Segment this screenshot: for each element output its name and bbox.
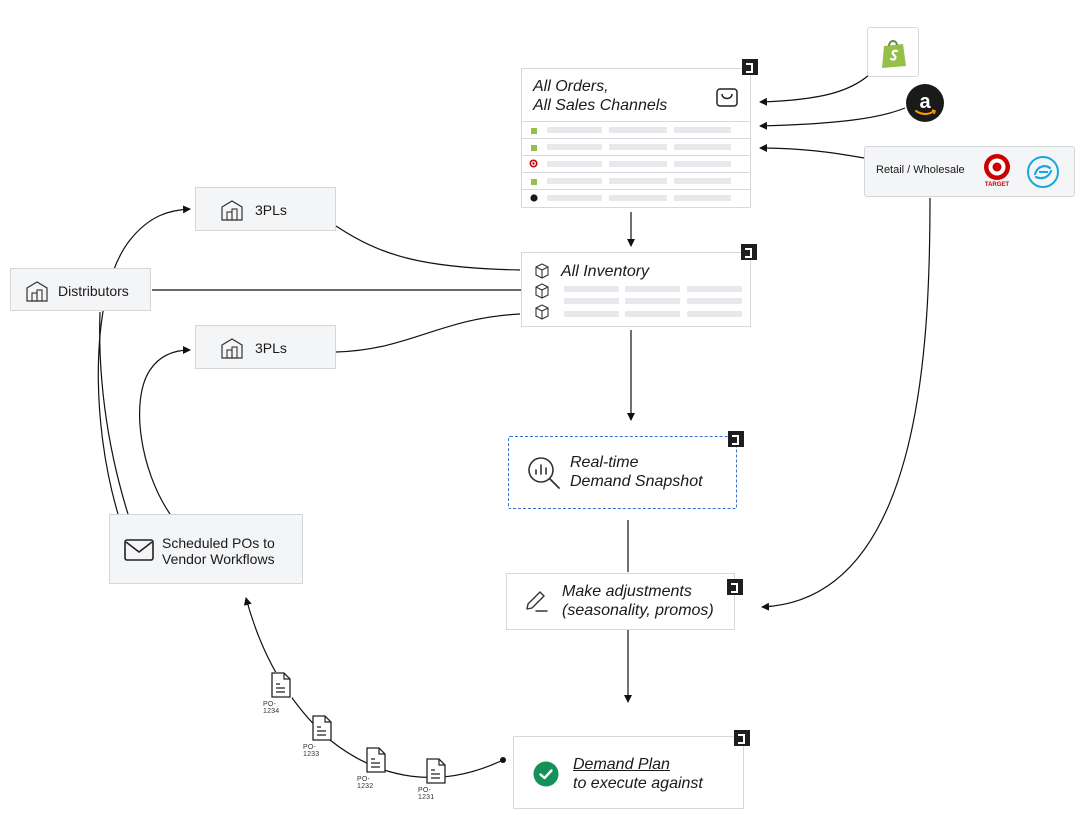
- order-row: [522, 155, 750, 173]
- demand-snapshot-node: Real-time Demand Snapshot: [508, 436, 737, 509]
- 3pl-bottom-node: 3PLs: [195, 325, 336, 369]
- package-box-icon: [535, 283, 549, 299]
- line-3pl-top-to-inventory: [335, 225, 521, 271]
- demand-plan-line2: to execute against: [573, 775, 703, 792]
- expand-badge-icon[interactable]: [727, 579, 743, 595]
- retail-wholesale-label: Retail / Wholesale: [876, 164, 965, 176]
- document-icon: [312, 715, 332, 741]
- arrow-retail-to-adjust: [761, 197, 931, 611]
- shopify-bag-icon: [531, 145, 537, 151]
- shopify-logo-tile: [867, 27, 919, 77]
- shopify-bag-icon: [531, 128, 537, 134]
- order-row: [522, 138, 750, 156]
- all-orders-title-line1: All Orders,: [533, 78, 609, 95]
- warehouse-icon: [221, 200, 243, 221]
- amazon-a-icon: a: [915, 91, 937, 115]
- shopify-bag-icon: [882, 40, 906, 68]
- arrow-amazon-to-orders: [759, 107, 906, 130]
- shopify-bag-icon: [531, 179, 537, 185]
- demand-plan-title: Demand Plan to execute against: [573, 755, 703, 793]
- document-icon: [270, 672, 292, 698]
- arrow-retail-to-orders: [759, 144, 865, 159]
- order-row: [522, 121, 750, 139]
- 3pl-top-label: 3PLs: [255, 202, 287, 218]
- scheduled-pos-node: Scheduled POs to Vendor Workflows: [109, 514, 303, 584]
- line-3pl-bottom-to-inventory: [335, 313, 521, 353]
- svg-text:a: a: [919, 91, 931, 113]
- all-inventory-title: All Inventory: [561, 263, 650, 280]
- sps-commerce-icon: [1027, 156, 1059, 188]
- amazon-logo: a: [906, 84, 944, 122]
- scheduled-pos-title: Scheduled POs to Vendor Workflows: [162, 535, 275, 567]
- distributors-node: Distributors: [10, 268, 151, 311]
- package-box-icon: [535, 263, 549, 279]
- make-adjustments-title: Make adjustments (seasonality, promos): [562, 582, 714, 620]
- demand-snapshot-line1: Real-time: [570, 454, 639, 471]
- target-wordmark: TARGET: [984, 182, 1010, 188]
- make-adjustments-line2: (seasonality, promos): [562, 602, 714, 619]
- all-inventory-node: All Inventory: [521, 252, 751, 327]
- demand-snapshot-title: Real-time Demand Snapshot: [570, 453, 703, 491]
- amazon-a-icon: [530, 194, 538, 202]
- expand-badge-icon[interactable]: [742, 59, 758, 75]
- all-orders-title-line2: All Sales Channels: [533, 97, 668, 114]
- pencil-edit-icon: [526, 591, 548, 612]
- warehouse-icon: [26, 281, 48, 302]
- warehouse-icon: [221, 338, 243, 359]
- order-row: [522, 189, 750, 207]
- expand-badge-icon[interactable]: [741, 244, 757, 260]
- 3pl-top-node: 3PLs: [195, 187, 336, 231]
- target-bullseye-icon: [984, 154, 1010, 180]
- make-adjustments-node: Make adjustments (seasonality, promos): [506, 573, 735, 630]
- 3pl-bottom-label: 3PLs: [255, 340, 287, 356]
- retail-wholesale-node: Retail / Wholesale TARGET: [864, 146, 1075, 197]
- scheduled-pos-line2: Vendor Workflows: [162, 551, 275, 567]
- mail-envelope-icon: [124, 539, 154, 561]
- demand-plan-line1: Demand Plan: [573, 756, 670, 773]
- arrow-shopify-to-orders: [759, 73, 871, 106]
- po-number: PO-1233: [303, 744, 320, 758]
- arrow-scheduled-to-3pl-top: [97, 205, 191, 515]
- shopping-bag-icon: [716, 88, 738, 107]
- target-bullseye-icon: [529, 159, 538, 168]
- line-scheduled-to-distributors: [99, 311, 129, 515]
- all-orders-title: All Orders, All Sales Channels: [533, 77, 667, 115]
- po-number: PO-1232: [357, 776, 374, 790]
- expand-badge-icon[interactable]: [728, 431, 744, 447]
- make-adjustments-line1: Make adjustments: [562, 583, 692, 600]
- arrow-scheduled-to-3pl-bottom: [139, 346, 191, 515]
- all-orders-node: All Orders, All Sales Channels: [521, 68, 751, 208]
- distributors-label: Distributors: [58, 283, 129, 299]
- demand-plan-node: Demand Plan to execute against: [513, 736, 744, 809]
- po-number: PO-1234: [263, 701, 280, 715]
- po-number: PO-1231: [418, 787, 435, 801]
- magnifier-chart-icon: [528, 457, 560, 489]
- document-icon: [426, 758, 446, 784]
- scheduled-pos-line1: Scheduled POs to: [162, 535, 275, 551]
- order-row: [522, 172, 750, 190]
- package-box-icon: [535, 304, 549, 320]
- demand-snapshot-line2: Demand Snapshot: [570, 473, 703, 490]
- expand-badge-icon[interactable]: [734, 730, 750, 746]
- po-flow-start-dot: [500, 757, 506, 763]
- document-icon: [366, 747, 386, 773]
- check-circle-icon: [533, 761, 559, 787]
